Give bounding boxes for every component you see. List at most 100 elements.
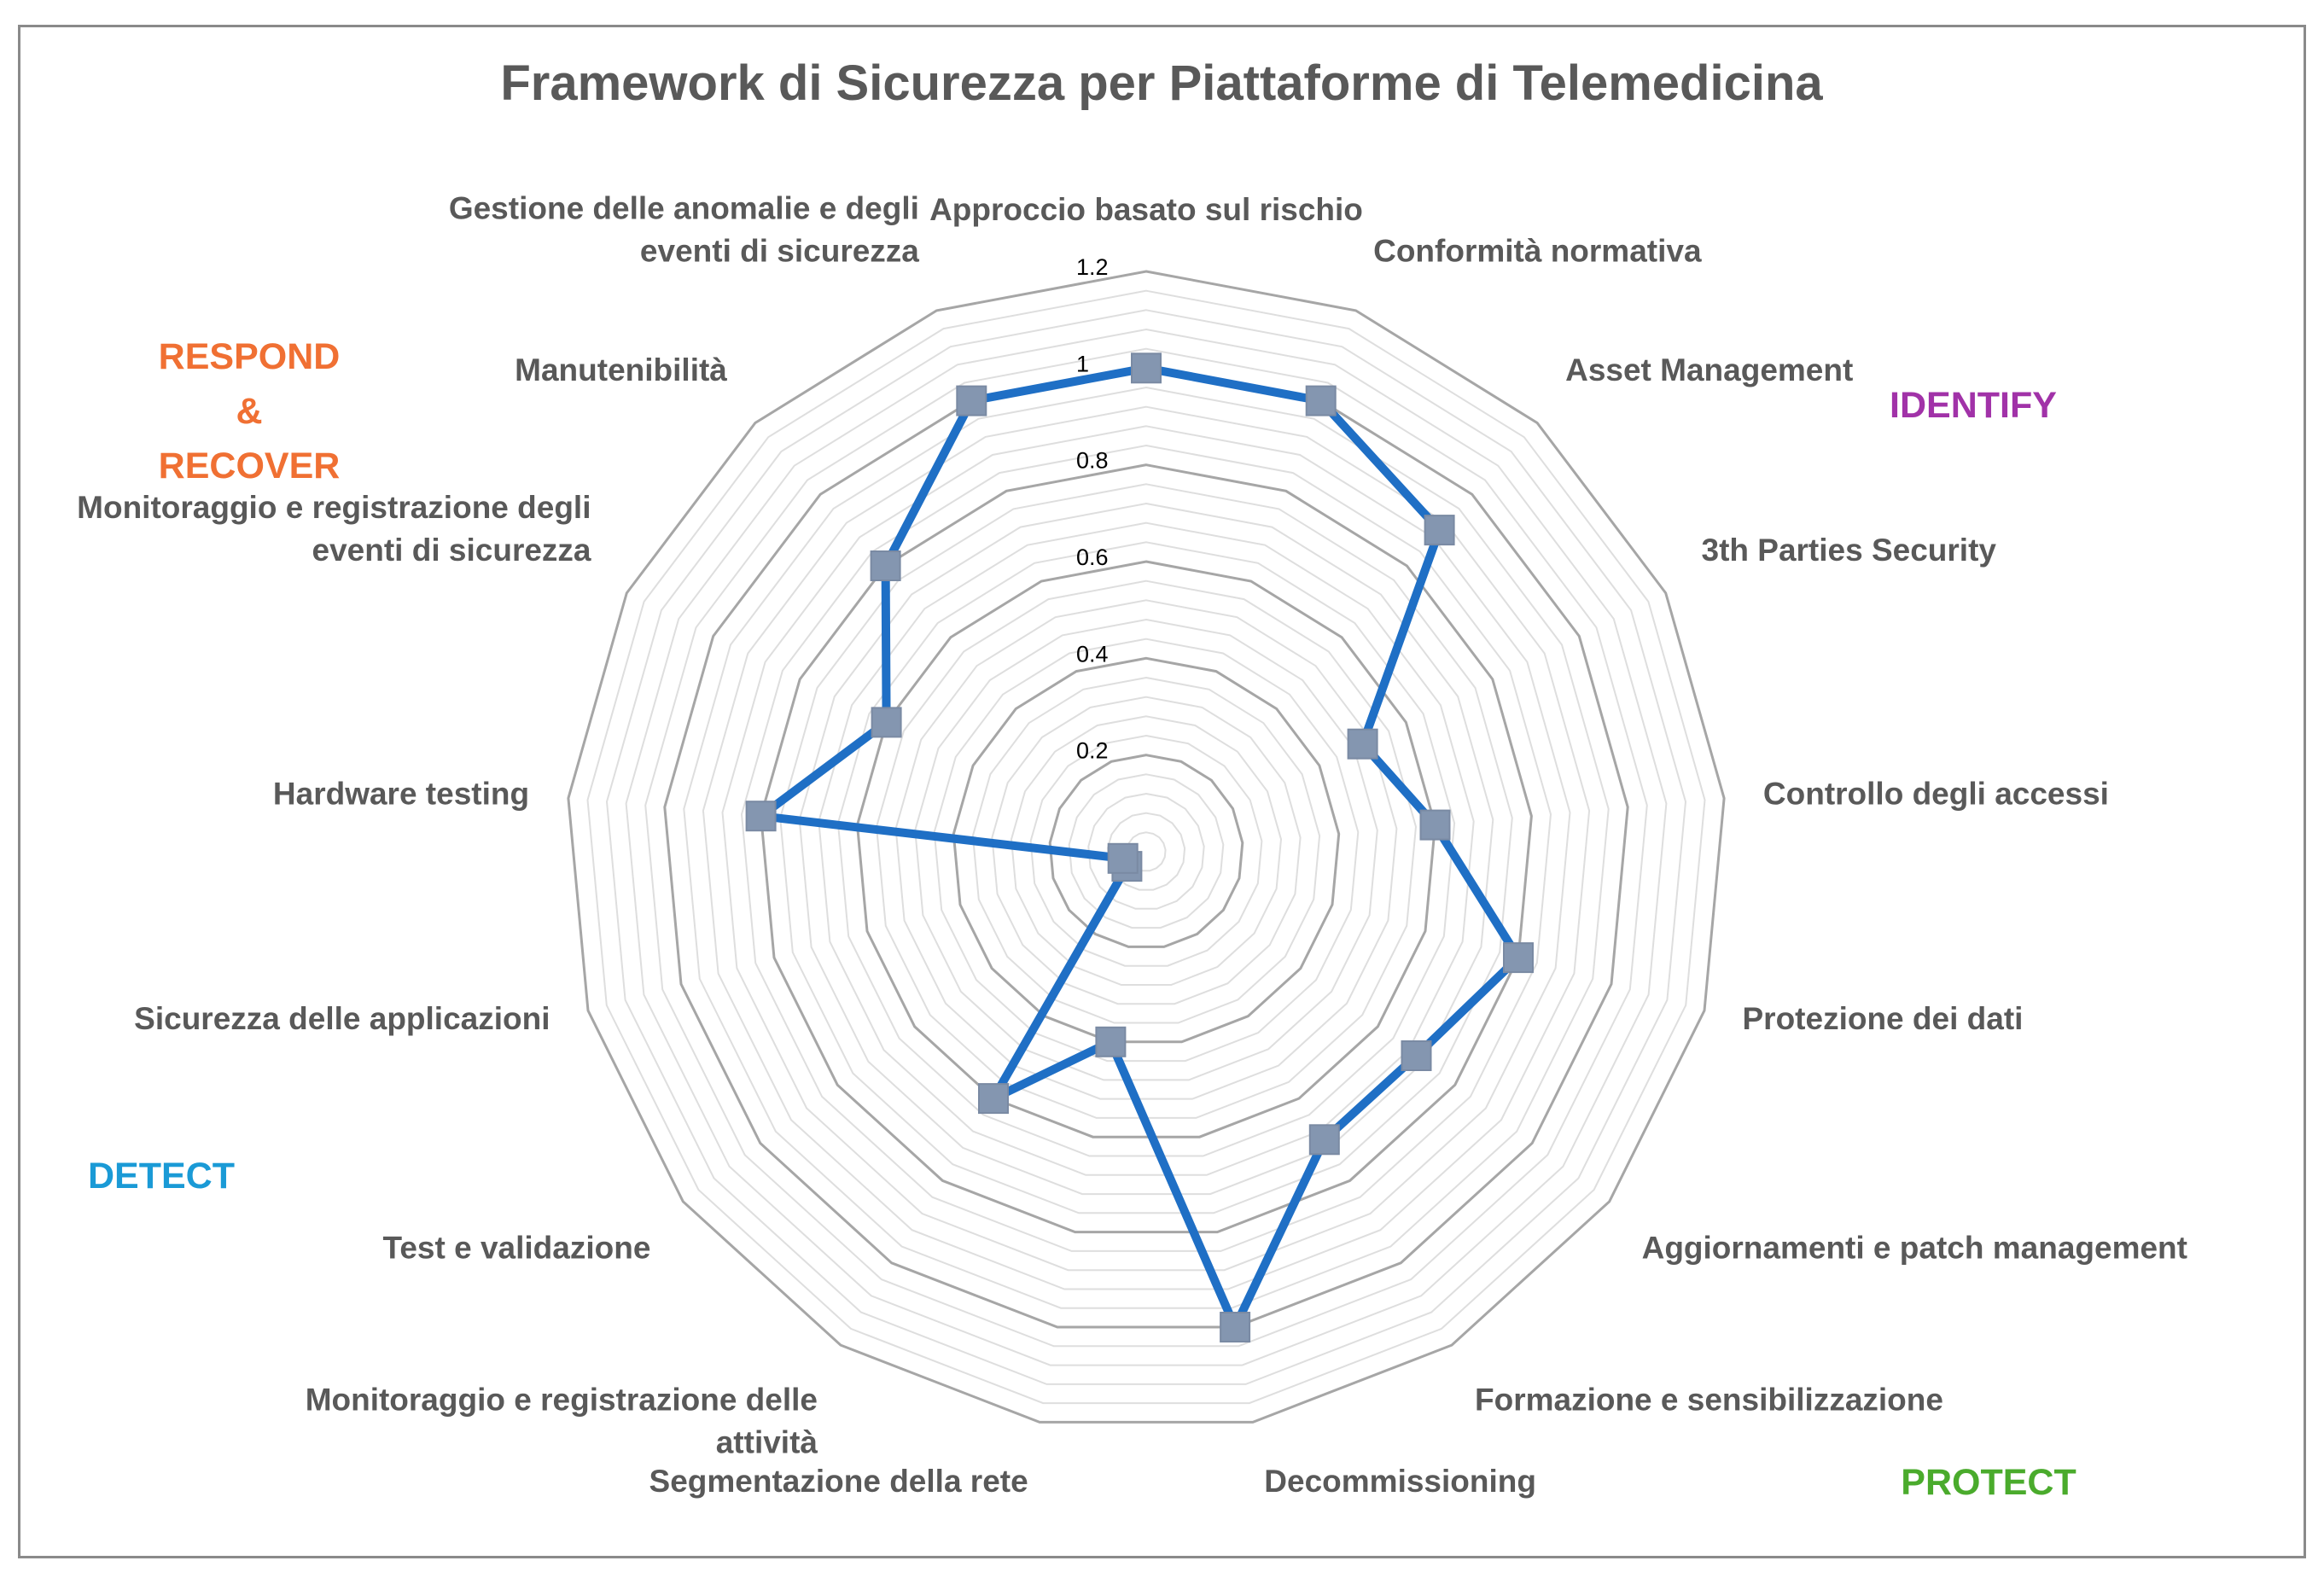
minor-grid-ring [740, 444, 1552, 1252]
category-label: Formazione e sensibilizzazione [1475, 1383, 1943, 1418]
tick-label: 0.2 [1076, 738, 1109, 764]
minor-grid-ring [914, 618, 1378, 1081]
tick-label: 0.4 [1076, 641, 1109, 667]
category-label-line: Test e validazione [382, 1230, 650, 1265]
data-point-marker [1305, 385, 1337, 416]
category-label-line: Gestione delle anomalie e degli [449, 191, 919, 226]
series-layer [745, 352, 1534, 1342]
data-point-marker [1424, 515, 1455, 546]
category-label: Manutenibilità [515, 352, 727, 387]
tick-label: 1.2 [1076, 254, 1109, 280]
group-label: RESPOND & RECOVER [159, 336, 341, 486]
tick-label: 0.6 [1076, 544, 1109, 570]
minor-grid-ring [683, 386, 1610, 1309]
minor-grid-ring [818, 521, 1475, 1176]
minor-grid-ring [1029, 734, 1263, 967]
category-label-line: Conformità normativa [1373, 234, 1702, 269]
group-label-line: DETECT [88, 1156, 235, 1197]
data-point-marker [1107, 842, 1139, 874]
radar-grid [567, 270, 1726, 1424]
minor-grid-ring [779, 483, 1513, 1214]
minor-grid-ring [625, 328, 1668, 1366]
data-point-marker [1095, 1026, 1127, 1057]
data-point-marker [1401, 1040, 1432, 1071]
category-label-line: Sicurezza delle applicazioni [134, 1001, 550, 1036]
tick-label: 1 [1076, 351, 1089, 376]
major-grid-ring [952, 656, 1341, 1044]
category-label-line: Approccio basato sul rischio [929, 192, 1363, 227]
minor-grid-ring [933, 638, 1360, 1063]
series-line [756, 364, 1523, 1331]
category-label: Asset Management [1565, 352, 1853, 387]
group-label-line: PROTECT [1901, 1462, 2076, 1503]
major-grid-ring [1048, 754, 1244, 948]
category-label: Conformità normativa [1373, 234, 1702, 269]
category-label-line: Decommissioning [1264, 1464, 1536, 1499]
group-label: DETECT [88, 1156, 235, 1197]
category-label-line: attività [716, 1425, 818, 1460]
category-label-line: Manutenibilità [515, 352, 727, 387]
minor-grid-ring [1068, 773, 1225, 929]
category-label: Monitoraggio e registrazione delle attivi… [306, 1383, 818, 1460]
data-point-marker [745, 801, 777, 832]
category-label-line: eventi di sicurezza [640, 234, 919, 269]
minor-grid-ring [971, 676, 1321, 1024]
category-label-line: Asset Management [1565, 352, 1853, 387]
minor-grid-ring [991, 696, 1302, 1005]
category-label-line: eventi di sicurezza [312, 533, 591, 568]
data-point-marker [1347, 728, 1378, 760]
minor-grid-ring [1106, 812, 1186, 891]
group-label: PROTECT [1901, 1462, 2076, 1503]
category-label: Protezione dei dati [1743, 1001, 2024, 1036]
chart-title: Framework di Sicurezza per Piattaforme d… [500, 55, 1823, 111]
data-point-marker [871, 707, 902, 738]
data-point-marker [956, 385, 987, 416]
minor-grid-ring [798, 502, 1494, 1196]
category-label: Segmentazione della rete [649, 1464, 1028, 1499]
category-label-line: Protezione dei dati [1743, 1001, 2024, 1036]
category-label: Hardware testing [273, 777, 529, 812]
data-point-marker [1419, 809, 1451, 841]
tick-label: 0.8 [1076, 448, 1109, 474]
major-grid-ring [855, 560, 1437, 1138]
group-label-line: & [236, 391, 262, 432]
minor-grid-ring [702, 405, 1591, 1290]
minor-grid-ring [721, 425, 1571, 1272]
minor-grid-ring [1087, 792, 1205, 910]
category-label-line: Formazione e sensibilizzazione [1475, 1383, 1943, 1418]
data-point-marker [978, 1083, 1009, 1115]
category-label-line: Monitoraggio e registrazione delle [306, 1383, 818, 1418]
category-label-line: Monitoraggio e registrazione degli [77, 490, 591, 525]
minor-grid-ring [894, 599, 1398, 1100]
minor-grid-ring [836, 541, 1456, 1157]
category-label: Monitoraggio e registrazione degli eventi… [77, 490, 591, 568]
major-grid-ring [760, 463, 1533, 1234]
data-point-marker [870, 550, 901, 581]
group-label-line: RECOVER [159, 446, 341, 486]
category-label-line: Aggiornamenti e patch management [1642, 1230, 2187, 1265]
category-label: Controllo degli accessi [1763, 777, 2109, 812]
data-point-marker [1308, 1124, 1340, 1156]
minor-grid-ring [605, 309, 1687, 1385]
category-label-line: Hardware testing [273, 777, 529, 812]
major-grid-ring [567, 270, 1726, 1424]
radial-tick-labels: 0.2 0.4 0.6 0.8 1 1.2 [1076, 254, 1109, 764]
category-label: Test e validazione [382, 1230, 650, 1265]
major-grid-ring [663, 366, 1629, 1329]
category-label-line: Controllo degli accessi [1763, 777, 2109, 812]
category-label-line: Segmentazione della rete [649, 1464, 1028, 1499]
chart-frame [18, 25, 2306, 1558]
category-label: Approccio basato sul rischio [929, 192, 1363, 227]
minor-grid-ring [1126, 831, 1167, 872]
category-label: Sicurezza delle applicazioni [134, 1001, 550, 1036]
category-label: 3th Parties Security [1702, 533, 1997, 568]
minor-grid-ring [1010, 715, 1283, 986]
data-point-marker [1503, 942, 1534, 974]
category-label-line: 3th Parties Security [1702, 533, 1997, 568]
group-label-line: RESPOND [159, 336, 341, 377]
category-label: Aggiornamenti e patch management [1642, 1230, 2187, 1265]
group-label-line: IDENTIFY [1890, 385, 2057, 426]
category-label: Gestione delle anomalie e degli eventi di… [449, 191, 919, 269]
